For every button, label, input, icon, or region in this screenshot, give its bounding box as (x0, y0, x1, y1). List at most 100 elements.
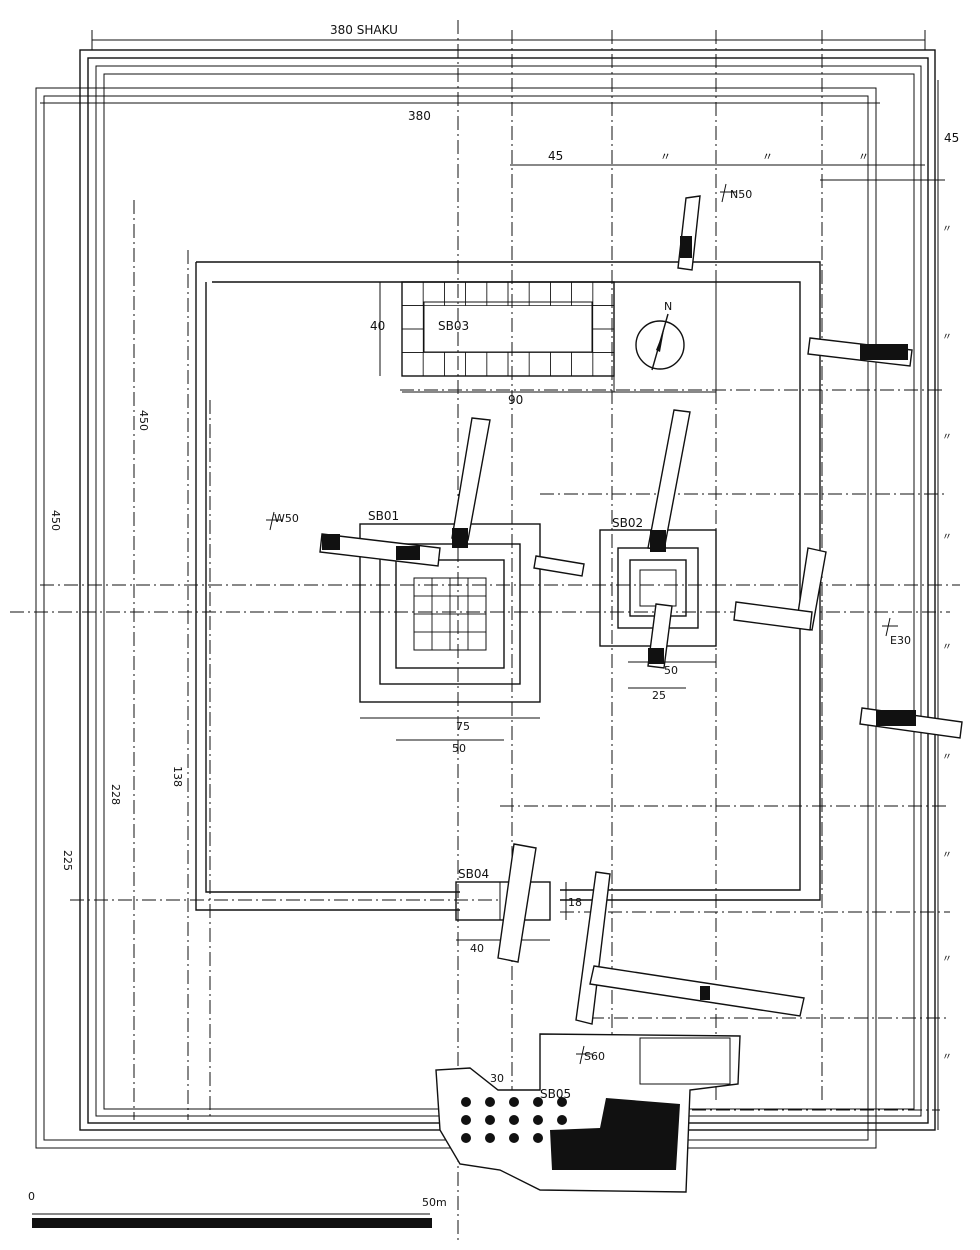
pillar-dot (461, 1097, 471, 1107)
building-sb01: SB01 75 50 (359, 509, 541, 755)
pillar-dot (557, 1115, 567, 1125)
ditto-mark-2: 〃 (762, 150, 773, 163)
stone-cell (401, 352, 424, 377)
stone-cell (449, 577, 469, 597)
left-dim-450: 450 (49, 510, 62, 531)
marker-e30: E30 (890, 634, 911, 647)
sb01-outer-dim: 75 (456, 720, 470, 733)
pillar-dot (461, 1115, 471, 1125)
grid-lines (10, 20, 960, 1240)
stone-cell (467, 631, 487, 651)
sb02-label: SB02 (612, 516, 643, 530)
stone-cell (413, 595, 433, 615)
sb05-offset-dim: 30 (490, 1072, 504, 1085)
pillar-dot (509, 1133, 519, 1143)
stone-cell (465, 352, 488, 377)
ditto-mark-r1: 〃 (942, 224, 952, 235)
stone-cell (401, 328, 424, 353)
pillar-dot (509, 1097, 519, 1107)
pillar-dot (485, 1133, 495, 1143)
ditto-mark-r6: 〃 (942, 752, 952, 763)
pillar-dot (533, 1097, 543, 1107)
grid-module-label: 45 (548, 149, 563, 163)
ditto-mark-r9: 〃 (942, 1052, 952, 1063)
stone-cell (528, 352, 551, 377)
stone-cell (449, 613, 469, 633)
stone-cell (431, 577, 451, 597)
stone-cell (592, 305, 615, 330)
grid-module-row: 45 〃 〃 〃 45 〃 〃 〃 〃 〃 〃 〃 〃 〃 (510, 80, 959, 1130)
sb03-width-label: 90 (508, 393, 523, 407)
stone-cell (467, 577, 487, 597)
sb02-outer-dim: 50 (664, 664, 678, 677)
pillar-dot (557, 1097, 567, 1107)
sb04-depth-dim: 18 (568, 896, 582, 909)
stone-cell (571, 352, 594, 377)
ditto-mark-1: 〃 (660, 150, 671, 163)
sb02-inner-dim: 25 (652, 689, 666, 702)
pillar-dot (533, 1115, 543, 1125)
left-dim-138: 138 (171, 766, 184, 787)
scale-bar-start: 0 (28, 1190, 35, 1203)
marker-w50: W50 (274, 512, 299, 525)
left-dim-228: 228 (109, 784, 122, 805)
scale-bar: 0 50m (28, 1190, 447, 1228)
stone-cell (507, 352, 530, 377)
stone-cell (592, 352, 615, 377)
pillar-dot (533, 1133, 543, 1143)
building-sb05: SB05 30 (435, 1033, 741, 1193)
stone-cell (444, 352, 466, 377)
inner-dim-450: 450 (137, 410, 150, 431)
ditto-mark-r5: 〃 (942, 642, 952, 653)
stone-cell (431, 631, 451, 651)
sb05-label: SB05 (540, 1087, 571, 1101)
stone-cell (467, 595, 487, 615)
sb01-pillar-grid (413, 577, 487, 651)
pillar-dot (461, 1133, 471, 1143)
ditto-mark-r7: 〃 (942, 850, 952, 861)
pillar-dot (485, 1097, 495, 1107)
sb04-width-dim: 40 (470, 942, 484, 955)
stone-cell (413, 613, 433, 633)
stone-cell (592, 281, 615, 306)
ditto-mark-3: 〃 (858, 150, 869, 163)
stone-cell (413, 577, 433, 597)
stone-cell (422, 352, 445, 377)
grid-markers: N50 W50 E30 S60 (266, 183, 911, 1065)
excavation-trenches (319, 195, 963, 1025)
ditto-mark-r3: 〃 (942, 432, 952, 443)
top-span-dimension: 380 SHAKU 380 (40, 23, 926, 123)
ditto-mark-r8: 〃 (942, 954, 952, 965)
ditto-mark-r2: 〃 (942, 332, 952, 343)
left-dimensions: 450 450 228 225 138 (49, 410, 184, 871)
sb03-label: SB03 (438, 319, 469, 333)
sb01-label: SB01 (368, 509, 399, 523)
stone-cell (413, 631, 433, 651)
pillar-dot (509, 1115, 519, 1125)
marker-n50: N50 (730, 188, 752, 201)
stone-cell (449, 595, 469, 615)
stone-cell (401, 281, 424, 306)
sb04-label: SB04 (458, 867, 489, 881)
pillar-dot (485, 1115, 495, 1125)
marker-s60: S60 (584, 1050, 605, 1063)
sb03-pillar-grid (401, 281, 615, 377)
compass-north-label: N (664, 300, 672, 313)
stone-cell (467, 613, 487, 633)
building-sb03: 40 90 SB03 (370, 281, 717, 407)
sb01-inner-dim: 50 (452, 742, 466, 755)
stone-cell (449, 631, 469, 651)
north-compass: N (635, 300, 685, 371)
stone-cell (592, 328, 615, 353)
stone-cell (486, 352, 509, 377)
ditto-mark-r4: 〃 (942, 532, 952, 543)
stone-cell (401, 305, 424, 330)
overall-span-label: 380 SHAKU (330, 23, 398, 37)
inner-width-label: 380 (408, 109, 431, 123)
right-margin-label: 45 (944, 131, 959, 145)
sb03-depth-label: 40 (370, 319, 385, 333)
stone-cell (550, 352, 572, 377)
left-dim-225: 225 (61, 850, 74, 871)
scale-bar-end: 50m (422, 1196, 447, 1209)
